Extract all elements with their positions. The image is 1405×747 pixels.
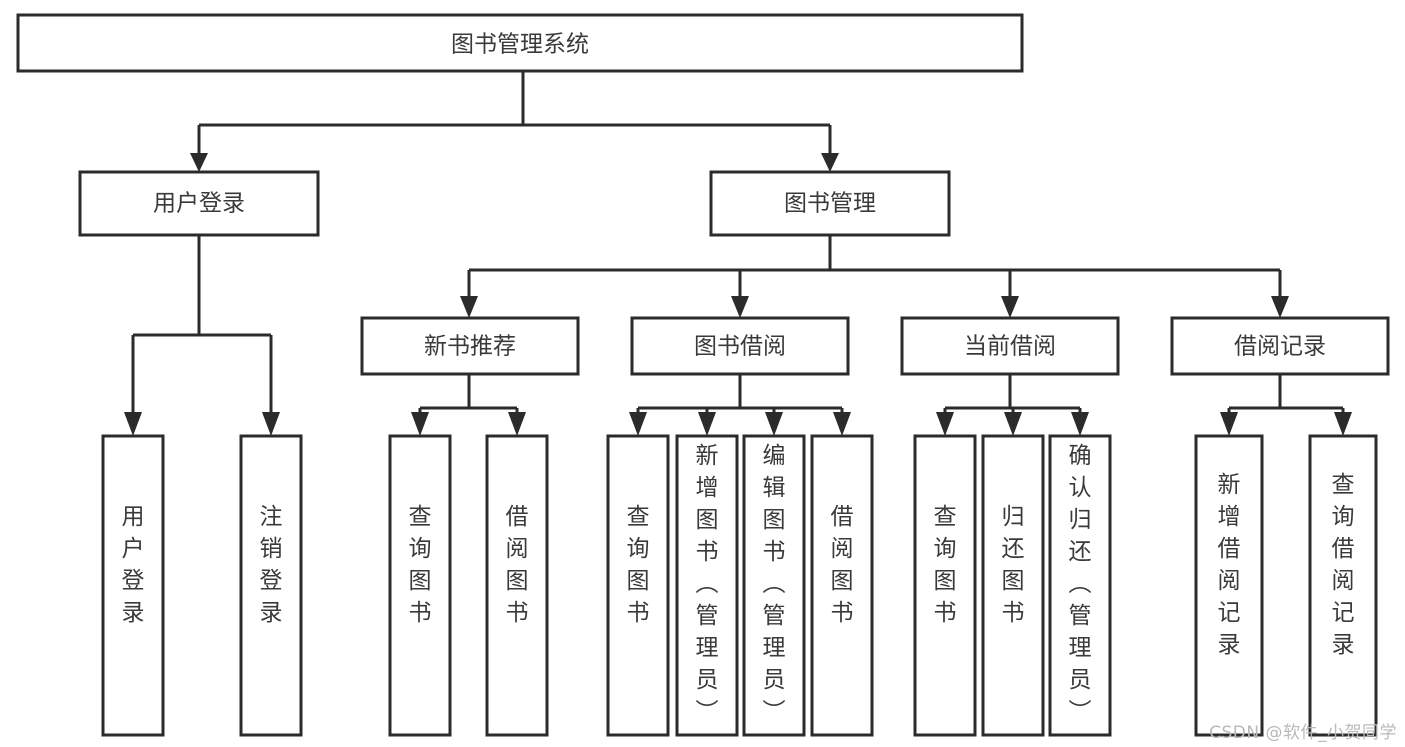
- leaf-cb-return-book-box[interactable]: [981, 434, 1045, 737]
- arrow-head-book-mgmt: [821, 153, 839, 172]
- arrow-head-nb-leaf2: [508, 412, 526, 436]
- leaf-nb-query-book-label: 查询图书: [409, 504, 432, 626]
- leaf-br-add-record[interactable]: 新增借阅记录: [1194, 434, 1264, 737]
- node-root-label: 图书管理系统: [451, 32, 589, 58]
- leaf-cb-query-book[interactable]: 查询图书: [913, 434, 977, 737]
- arrow-head-br-leaf1: [1220, 412, 1238, 436]
- node-borrow-record-label: 借阅记录: [1234, 334, 1326, 360]
- leaf-br-query-record-label: 查询借阅记录: [1332, 472, 1355, 658]
- arrow-head-leaf-user-login: [124, 412, 142, 436]
- leaf-br-query-record-box[interactable]: [1308, 434, 1378, 737]
- leaf-user-login[interactable]: 用户登录: [101, 434, 165, 737]
- leaf-nb-query-book[interactable]: 查询图书: [388, 434, 452, 737]
- node-book-management[interactable]: 图书管理: [709, 170, 951, 237]
- arrow-head-bb-leaf3: [765, 412, 783, 436]
- leaf-user-login-box[interactable]: [101, 434, 165, 737]
- leaf-nb-borrow-book-box[interactable]: [485, 434, 549, 737]
- arrow-head-leaf-logout: [262, 412, 280, 436]
- leaf-cb-query-book-box[interactable]: [913, 434, 977, 737]
- leaf-br-query-record[interactable]: 查询借阅记录: [1308, 434, 1378, 737]
- leaf-cb-confirm-return[interactable]: 确认归还︵管理员︶: [1048, 434, 1112, 737]
- arrow-head-cb-leaf3: [1071, 412, 1089, 436]
- leaf-bb-edit-book-label: 编辑图书︵管理员︶: [763, 443, 786, 725]
- node-user-login[interactable]: 用户登录: [78, 170, 320, 237]
- node-current-borrow-box[interactable]: [900, 316, 1120, 376]
- node-new-book-recommend[interactable]: 新书推荐: [360, 316, 580, 376]
- node-current-borrow[interactable]: 当前借阅: [900, 316, 1120, 376]
- leaf-br-add-record-box[interactable]: [1194, 434, 1264, 737]
- node-user-login-label: 用户登录: [153, 191, 245, 217]
- node-new-book-recommend-box[interactable]: [360, 316, 580, 376]
- leaf-cb-confirm-return-label: 确认归还︵管理员︶: [1069, 443, 1092, 725]
- arrow-head-cb-leaf2: [1004, 412, 1022, 436]
- leaf-logout[interactable]: 注销登录: [239, 434, 303, 737]
- leaf-bb-borrow-book-box[interactable]: [810, 434, 874, 737]
- csdn-watermark: CSDN @软件_小贺同学: [1209, 723, 1397, 743]
- node-root[interactable]: 图书管理系统: [16, 13, 1024, 73]
- leaf-bb-add-book-label: 新增图书︵管理员︶: [696, 443, 719, 725]
- leaf-bb-add-book-box[interactable]: [675, 434, 739, 737]
- arrow-head-bb-leaf4: [833, 412, 851, 436]
- leaf-cb-return-book-label: 归还图书: [1002, 504, 1025, 626]
- node-book-borrow[interactable]: 图书借阅: [630, 316, 850, 376]
- arrow-head-new-book: [460, 296, 478, 318]
- node-book-management-box[interactable]: [709, 170, 951, 237]
- leaf-logout-box[interactable]: [239, 434, 303, 737]
- node-new-book-recommend-label: 新书推荐: [424, 334, 516, 360]
- leaf-br-add-record-label: 新增借阅记录: [1218, 472, 1241, 658]
- leaf-bb-add-book[interactable]: 新增图书︵管理员︶: [675, 434, 739, 737]
- leaf-bb-borrow-book[interactable]: 借阅图书: [810, 434, 874, 737]
- node-borrow-record[interactable]: 借阅记录: [1170, 316, 1390, 376]
- leaf-user-login-label: 用户登录: [122, 504, 145, 626]
- leaf-cb-confirm-return-box[interactable]: [1048, 434, 1112, 737]
- leaf-nb-borrow-book[interactable]: 借阅图书: [485, 434, 549, 737]
- leaf-bb-query-book-label: 查询图书: [627, 504, 650, 626]
- node-book-borrow-box[interactable]: [630, 316, 850, 376]
- arrow-head-book-borrow: [731, 296, 749, 318]
- node-book-management-label: 图书管理: [784, 191, 876, 217]
- node-borrow-record-box[interactable]: [1170, 316, 1390, 376]
- leaf-nb-query-book-box[interactable]: [388, 434, 452, 737]
- arrow-head-bb-leaf1: [629, 412, 647, 436]
- arrow-head-user-login: [190, 153, 208, 172]
- node-current-borrow-label: 当前借阅: [964, 334, 1056, 360]
- arrow-head-nb-leaf1: [411, 412, 429, 436]
- node-user-login-box[interactable]: [78, 170, 320, 237]
- leaf-bb-edit-book-box[interactable]: [742, 434, 806, 737]
- leaf-nb-borrow-book-label: 借阅图书: [506, 504, 529, 626]
- leaf-bb-query-book[interactable]: 查询图书: [606, 434, 670, 737]
- arrow-head-borrow-record: [1271, 296, 1289, 318]
- arrow-head-br-leaf2: [1334, 412, 1352, 436]
- leaf-bb-borrow-book-label: 借阅图书: [831, 504, 854, 626]
- node-root-box[interactable]: [16, 13, 1024, 73]
- leaf-bb-edit-book[interactable]: 编辑图书︵管理员︶: [742, 434, 806, 737]
- arrow-head-current-borrow: [1001, 296, 1019, 318]
- leaf-bb-query-book-box[interactable]: [606, 434, 670, 737]
- leaf-logout-label: 注销登录: [260, 504, 283, 626]
- arrow-head-bb-leaf2: [698, 412, 716, 436]
- leaf-cb-query-book-label: 查询图书: [934, 504, 957, 626]
- connector-layer: [124, 71, 1352, 436]
- arrow-head-cb-leaf1: [936, 412, 954, 436]
- node-book-borrow-label: 图书借阅: [694, 334, 786, 360]
- leaf-cb-return-book[interactable]: 归还图书: [981, 434, 1045, 737]
